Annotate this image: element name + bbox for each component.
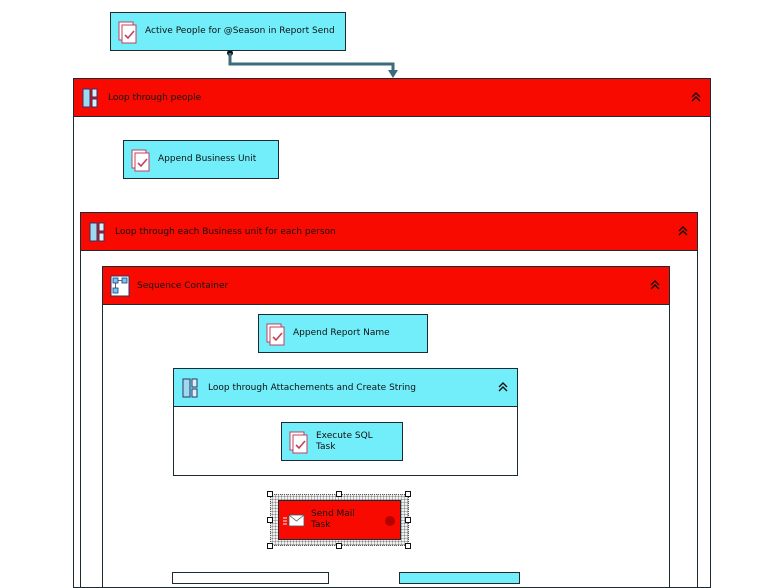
task-execute-sql[interactable]: Execute SQL Task <box>281 422 403 461</box>
collapse-icon[interactable] <box>677 225 689 237</box>
collapse-icon[interactable] <box>497 381 509 393</box>
mail-icon <box>283 514 305 527</box>
resize-handle[interactable] <box>267 543 273 549</box>
task-active-people[interactable]: Active People for @Season in Report Send <box>110 12 346 51</box>
task-label: Append Business Unit <box>158 154 257 164</box>
resize-handle[interactable] <box>336 543 342 549</box>
constraint-active-to-loop[interactable] <box>227 50 398 78</box>
task-append-business-unit[interactable]: Append Business Unit <box>123 140 279 179</box>
sql-task-icon <box>131 149 150 171</box>
container-header[interactable]: Loop through each Business unit for each… <box>81 213 697 251</box>
task-label-line2: Task <box>311 520 331 530</box>
task-label-line1: Send Mail <box>311 509 355 519</box>
foreach-loop-icon <box>182 378 198 397</box>
task-label: Execute SQL Task <box>316 431 373 453</box>
task-append-report-name[interactable]: Append Report Name <box>258 314 428 353</box>
task-label: Active People for @Season in Report Send <box>145 26 335 36</box>
task-label: Send Mail Task <box>311 509 355 531</box>
breakpoint-icon[interactable] <box>385 516 395 526</box>
task-label-line2: Task <box>316 441 336 452</box>
foreach-loop-icon <box>82 88 98 107</box>
container-header[interactable]: Loop through people <box>74 79 710 117</box>
resize-handle[interactable] <box>267 491 273 497</box>
collapse-icon[interactable] <box>649 279 661 291</box>
task-label: Append Report Name <box>293 328 390 338</box>
task-bottom-left[interactable] <box>172 572 329 584</box>
container-label: Loop through people <box>108 92 202 103</box>
sql-task-icon <box>266 323 285 345</box>
container-header[interactable]: Sequence Container <box>103 267 669 305</box>
container-label: Loop through Attachements and Create Str… <box>208 382 416 393</box>
sequence-icon <box>110 275 130 296</box>
task-bottom-right[interactable] <box>399 572 520 584</box>
collapse-icon[interactable] <box>690 91 702 103</box>
container-label: Loop through each Business unit for each… <box>115 226 336 237</box>
resize-handle[interactable] <box>336 491 342 497</box>
foreach-loop-icon <box>89 222 105 241</box>
resize-handle[interactable] <box>405 491 411 497</box>
task-label-line1: Execute SQL <box>316 430 373 441</box>
container-label: Sequence Container <box>137 280 229 291</box>
task-send-mail[interactable]: Send Mail Task <box>278 500 401 540</box>
sql-task-icon <box>118 21 137 43</box>
container-header[interactable]: Loop through Attachements and Create Str… <box>174 369 517 407</box>
resize-handle[interactable] <box>405 543 411 549</box>
sql-task-icon <box>289 431 308 453</box>
resize-handle[interactable] <box>267 517 273 523</box>
resize-handle[interactable] <box>405 517 411 523</box>
